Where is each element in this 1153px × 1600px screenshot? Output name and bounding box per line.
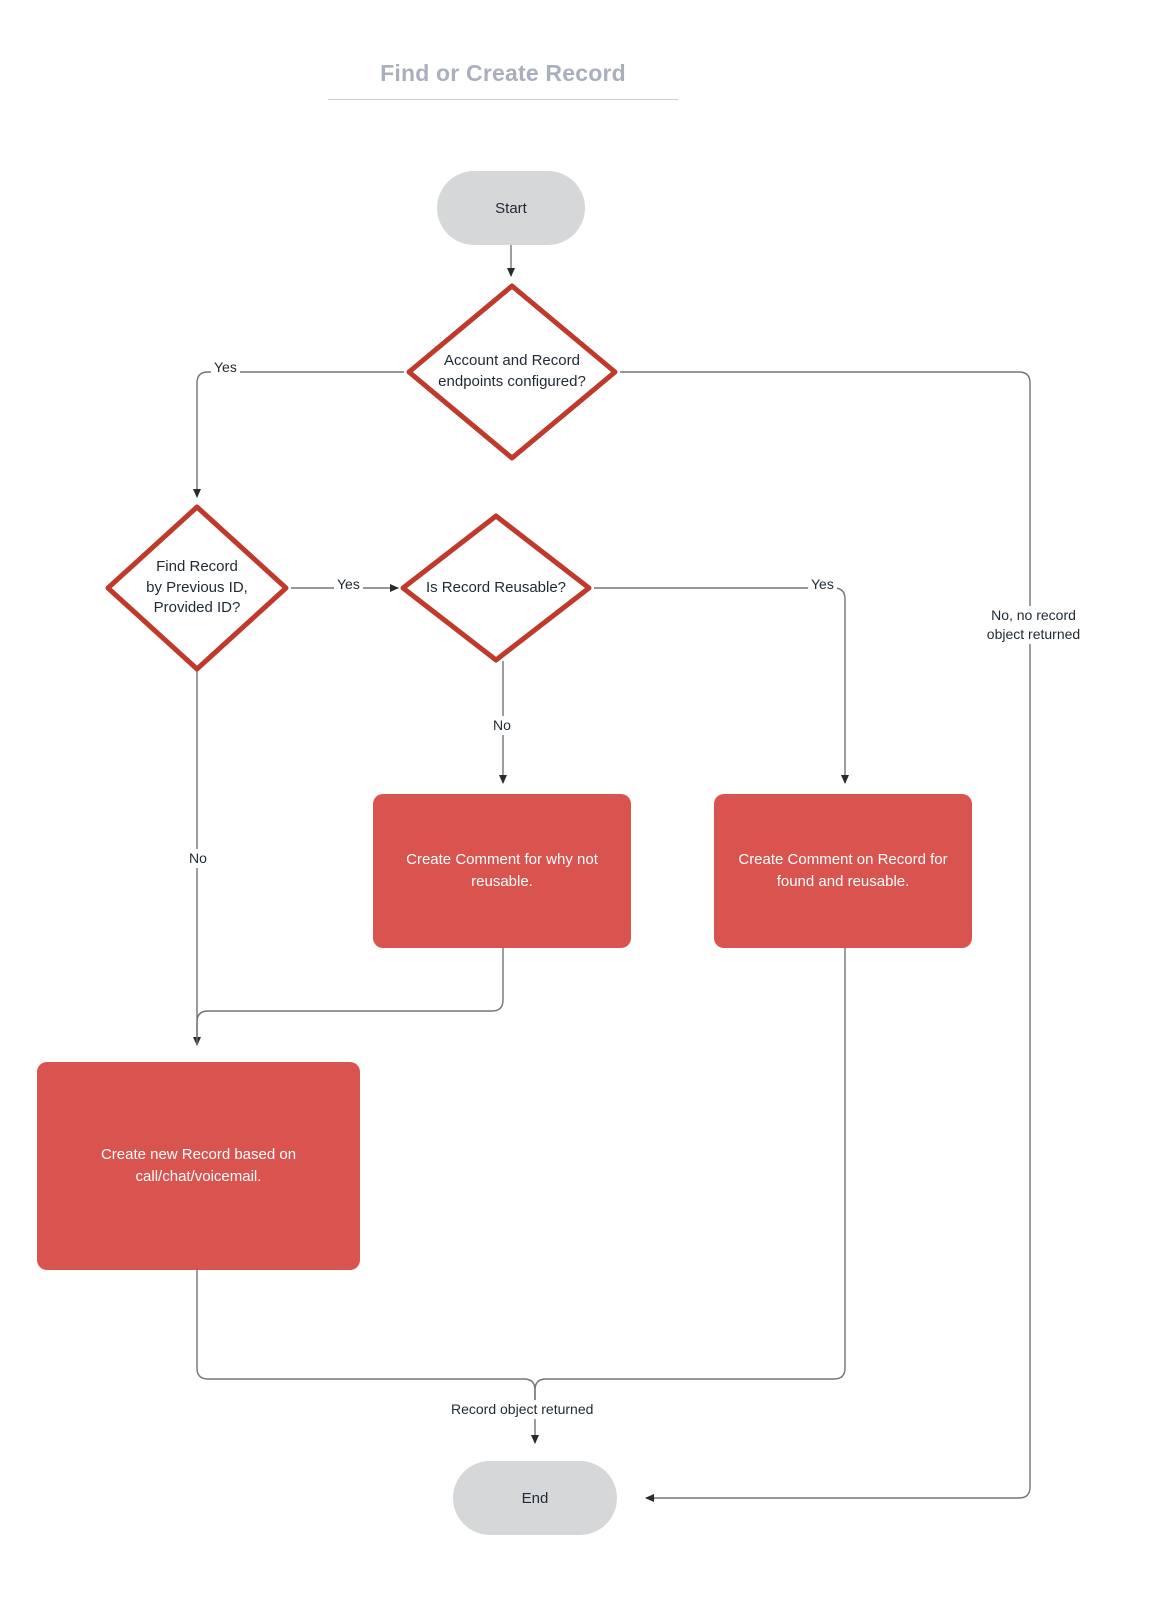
diamond-shape: [406, 283, 618, 461]
diamond-shape: [400, 513, 592, 663]
edge-label-find-yes: Yes: [334, 575, 363, 594]
node-decision-endpoints-label: Account and Record endpoints configured?: [438, 352, 586, 390]
edge-label-reusable-yes: Yes: [808, 575, 837, 594]
node-decision-reusable[interactable]: Is Record Reusable?: [398, 511, 594, 665]
node-end-label: End: [521, 1489, 549, 1507]
node-comment-not-reusable-label: Create Comment for why not reusable.: [406, 851, 598, 890]
node-decision-reusable-label: Is Record Reusable?: [425, 578, 567, 596]
edge-endpoints-no: [620, 371, 1031, 1502]
diamond-shape: [105, 504, 289, 672]
edge-label-endpoints-no: No, no record object returned: [963, 606, 1104, 644]
node-comment-not-reusable[interactable]: Create Comment for why not reusable.: [373, 794, 631, 948]
node-start-label: Start: [495, 199, 527, 217]
node-comment-found-reusable-label: Create Comment on Record for found and r…: [738, 851, 948, 890]
edge-label-find-no: No: [186, 849, 210, 868]
edge-endpoints-yes: [193, 371, 404, 498]
node-start[interactable]: Start: [437, 171, 585, 245]
node-decision-find-record-label: Find Record by Previous ID, Provided ID?: [146, 557, 248, 617]
diagram-title: Find or Create Record: [328, 60, 678, 100]
node-end[interactable]: End: [453, 1461, 617, 1535]
node-create-record-label: Create new Record based on call/chat/voi…: [100, 1146, 297, 1185]
edge-create-record-to-end: [196, 1270, 539, 1444]
edge-label-reusable-no: No: [490, 716, 514, 735]
edge-label-endpoints-yes: Yes: [211, 358, 240, 377]
node-comment-found-reusable[interactable]: Create Comment on Record for found and r…: [714, 794, 972, 948]
edge-foundreusable-to-end: [534, 948, 846, 1400]
edge-notreusable-to-create-record: [196, 948, 504, 1045]
node-decision-find-record[interactable]: Find Record by Previous ID, Provided ID?: [103, 502, 291, 674]
edge-reusable-yes: [594, 587, 849, 784]
node-decision-endpoints[interactable]: Account and Record endpoints configured?: [404, 281, 620, 463]
node-create-record[interactable]: Create new Record based on call/chat/voi…: [37, 1062, 360, 1270]
page-title: Find or Create Record: [380, 60, 626, 86]
edge-label-record-returned: Record object returned: [448, 1400, 597, 1419]
